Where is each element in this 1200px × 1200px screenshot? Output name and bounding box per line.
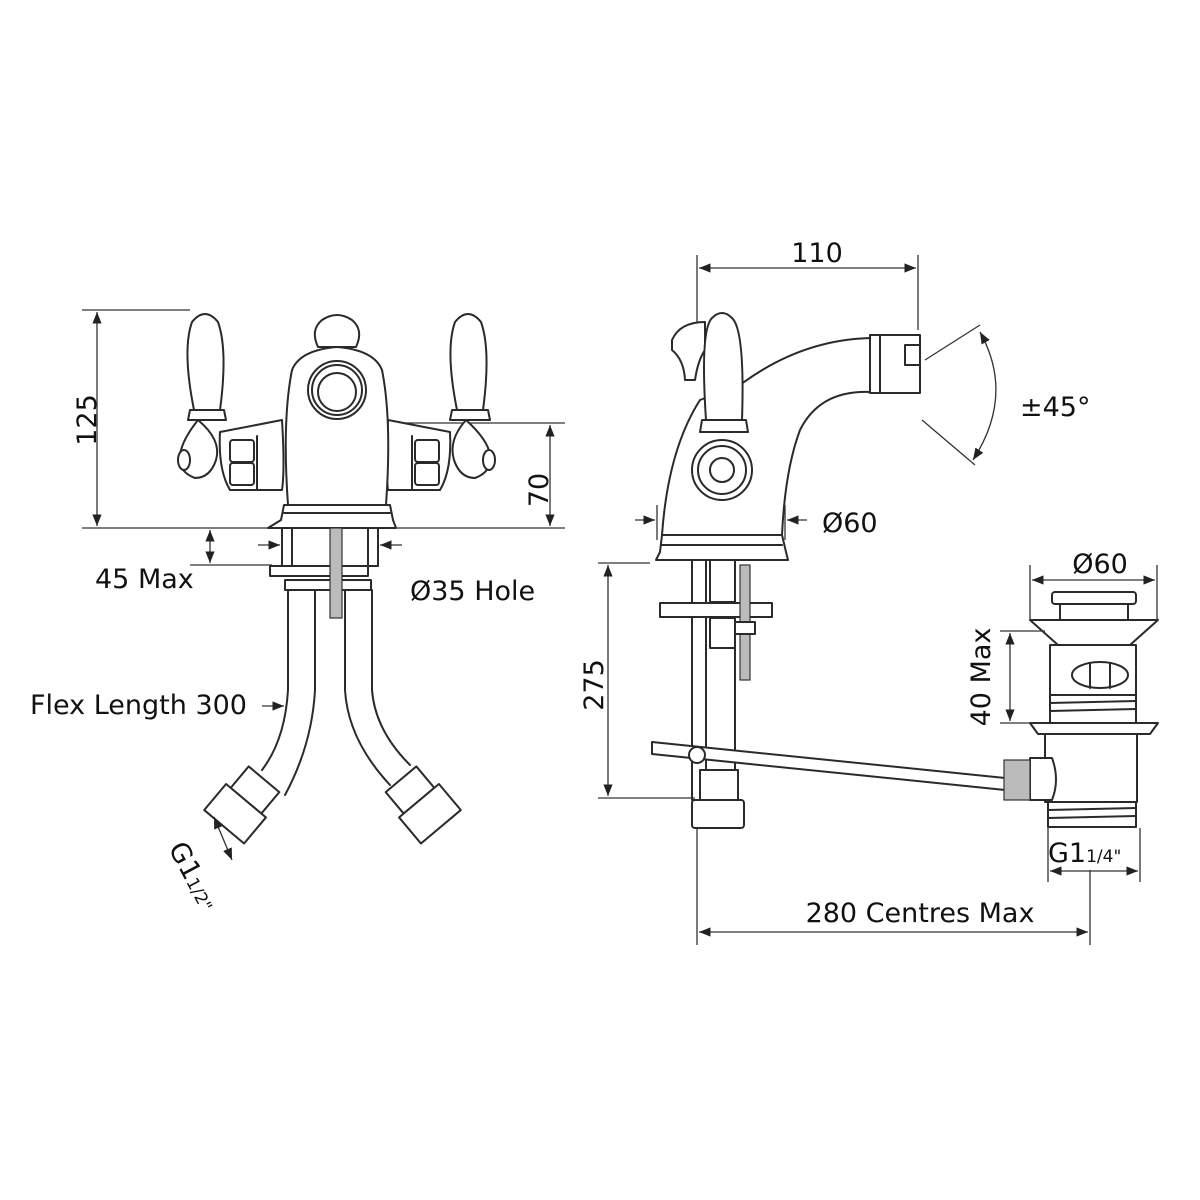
- swivel-angle-label: ±45°: [1020, 392, 1090, 423]
- dimension-45-max: 45 Max: [95, 530, 272, 595]
- left-valve-body: [218, 419, 285, 491]
- dimension-label-280-centres: 280 Centres Max: [806, 898, 1035, 929]
- waste-body: [1003, 591, 1159, 828]
- dimension-label-45-max: 45 Max: [95, 564, 194, 595]
- waste-thread-label: G11/4": [1048, 838, 1121, 869]
- dimension-125: 125: [72, 309, 268, 529]
- dimension-base-60: Ø60: [635, 505, 878, 540]
- flex-length-label: Flex Length 300: [30, 690, 247, 721]
- right-lever-handle: [449, 313, 496, 479]
- dimension-35-hole: Ø35 Hole: [258, 540, 535, 607]
- dimension-label-125: 125: [72, 394, 103, 446]
- flex-length-callout: Flex Length 300: [30, 690, 284, 721]
- dimension-label-40-max: 40 Max: [966, 628, 997, 727]
- pop-up-waste-view: Ø60 40 Max G11/4": [966, 549, 1159, 882]
- flex-hoses: [203, 589, 462, 845]
- dimension-label-waste-60: Ø60: [1072, 549, 1128, 580]
- dimension-275: 275: [579, 562, 695, 799]
- front-view: 125 70: [30, 309, 565, 916]
- dimension-label-70: 70: [524, 473, 555, 507]
- dimension-280-centres: 280 Centres Max: [696, 828, 1091, 945]
- dimension-label-275: 275: [579, 659, 610, 711]
- dimension-40-max: 40 Max: [966, 628, 1045, 727]
- dimension-label-base-60: Ø60: [822, 508, 878, 539]
- dimension-waste-60: Ø60: [1029, 549, 1158, 620]
- right-valve-body: [385, 419, 452, 491]
- swivel-angle-dimension: ±45°: [921, 324, 1090, 466]
- side-underside-fixings: [651, 559, 1006, 829]
- side-mixer-body: [655, 312, 921, 561]
- central-mixer-body: [267, 314, 397, 529]
- side-view: 110 ±45° Ø: [579, 238, 1091, 945]
- dimension-label-35-hole: Ø35 Hole: [410, 576, 535, 607]
- left-lever-handle: [177, 313, 227, 479]
- inlet-thread-dimension: G11/2": [162, 816, 233, 916]
- dimension-label-110: 110: [791, 238, 843, 269]
- dimension-110: 110: [696, 238, 919, 330]
- dimension-waste-thread: G11/4": [1047, 828, 1141, 882]
- inlet-thread-label: G11/2": [162, 837, 224, 916]
- shank-and-fixings: [269, 527, 379, 619]
